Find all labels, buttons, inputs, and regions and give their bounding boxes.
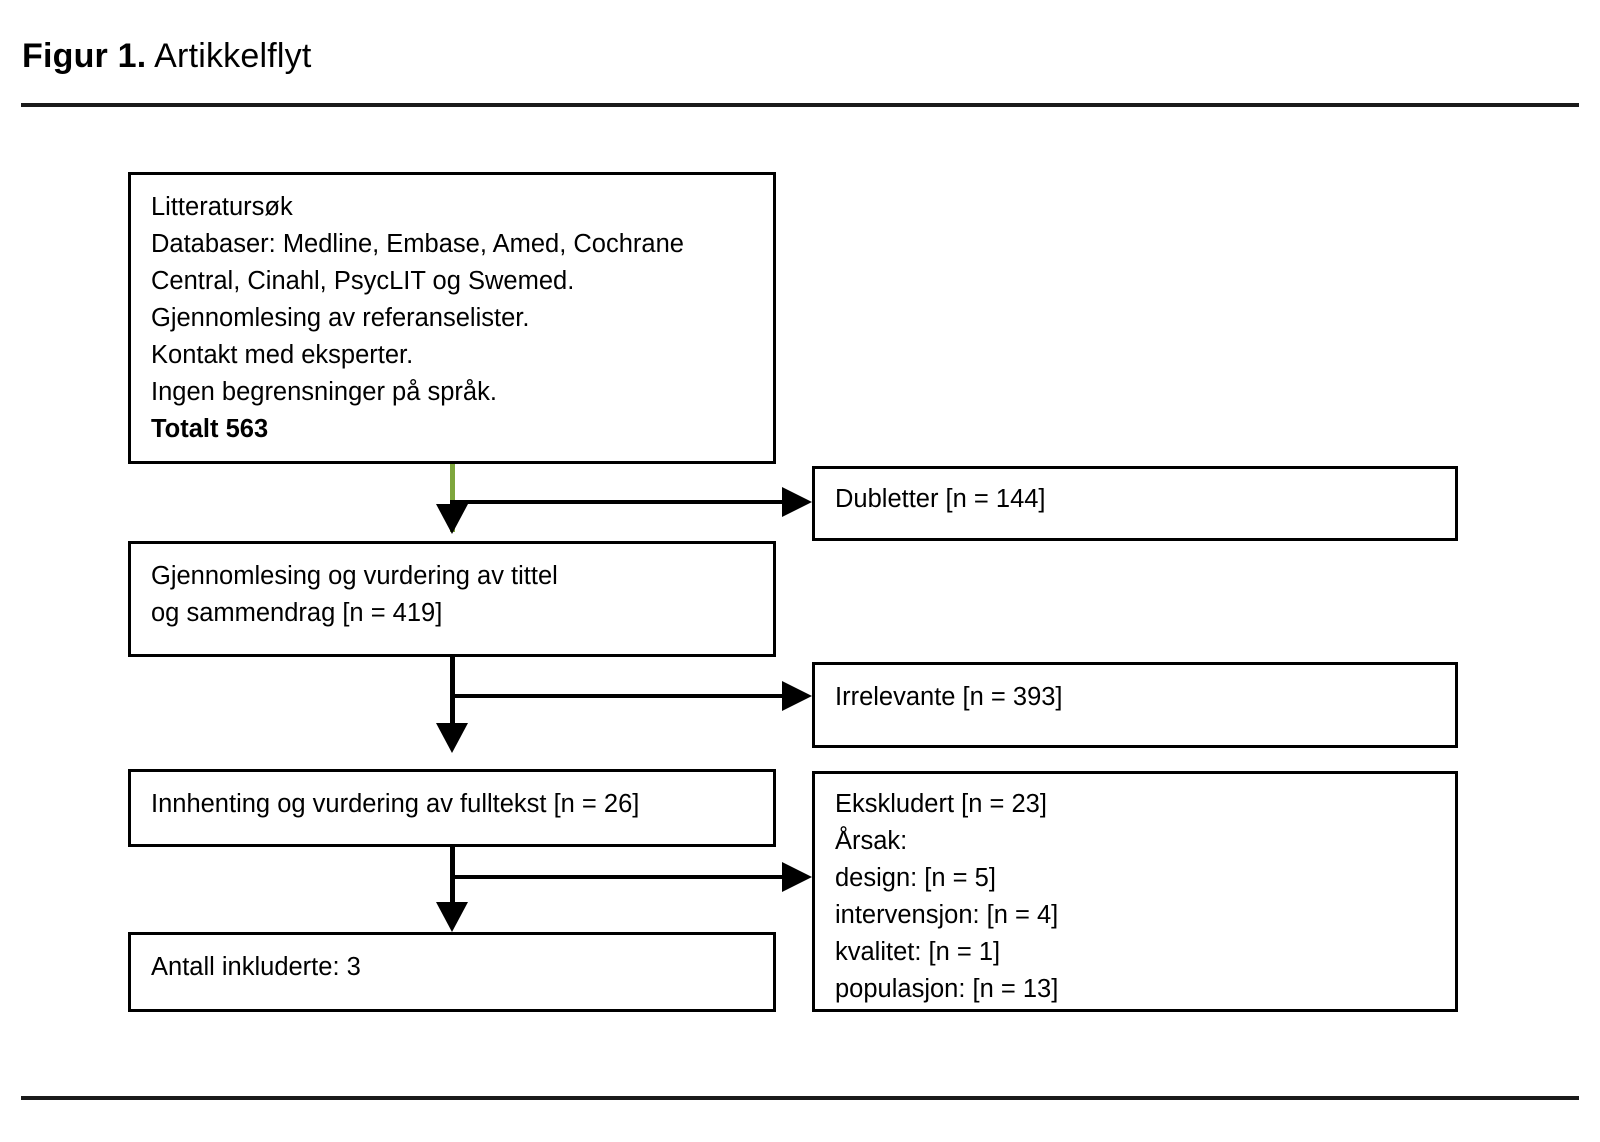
- literature-search-total: Totalt 563: [151, 415, 269, 443]
- flow-box-fulltext-assessment: Innhenting og vurdering av fulltekst [n …: [128, 769, 776, 847]
- excluded-text: Ekskludert [n = 23] Årsak: design: [n = …: [835, 790, 1059, 1003]
- flow-box-duplicates: Dubletter [n = 144]: [812, 466, 1458, 541]
- footer-divider: [21, 1096, 1579, 1100]
- flow-box-excluded: Ekskludert [n = 23] Årsak: design: [n = …: [812, 771, 1458, 1012]
- included-text: Antall inkluderte: 3: [151, 953, 361, 981]
- arrowhead-screening-to-irrelevant: [782, 681, 812, 711]
- flow-box-irrelevant: Irrelevante [n = 393]: [812, 662, 1458, 748]
- arrowhead-fulltext-to-included: [436, 902, 468, 932]
- page-title: Figur 1. Artikkelflyt: [22, 34, 311, 78]
- header-divider: [21, 103, 1579, 107]
- arrowhead-search-to-screening: [436, 504, 468, 534]
- duplicates-text: Dubletter [n = 144]: [835, 485, 1046, 513]
- flow-box-included: Antall inkluderte: 3: [128, 932, 776, 1012]
- literature-search-text: Litteratursøk Databaser: Medline, Embase…: [151, 193, 684, 406]
- flow-box-title-abstract-screening: Gjennomlesing og vurdering av tittel og …: [128, 541, 776, 657]
- figure-title-text: Artikkelflyt: [154, 37, 312, 75]
- connector-stem-search-to-duplicates: [450, 500, 790, 504]
- arrowhead-fulltext-to-excluded: [782, 862, 812, 892]
- arrowhead-search-to-duplicates: [782, 487, 812, 517]
- connector-stem-screening-to-irrelevant: [450, 694, 790, 698]
- arrowhead-screening-to-fulltext: [436, 723, 468, 753]
- connector-stem-screening-to-fulltext: [450, 657, 455, 725]
- connector-stem-fulltext-to-excluded: [450, 875, 790, 879]
- screening-text: Gjennomlesing og vurdering av tittel og …: [151, 562, 558, 627]
- flow-box-literature-search: Litteratursøk Databaser: Medline, Embase…: [128, 172, 776, 464]
- irrelevant-text: Irrelevante [n = 393]: [835, 683, 1063, 711]
- connector-stem-search-to-screening: [450, 464, 455, 532]
- figure-label: Figur 1.: [22, 37, 147, 75]
- fulltext-text: Innhenting og vurdering av fulltekst [n …: [151, 790, 640, 818]
